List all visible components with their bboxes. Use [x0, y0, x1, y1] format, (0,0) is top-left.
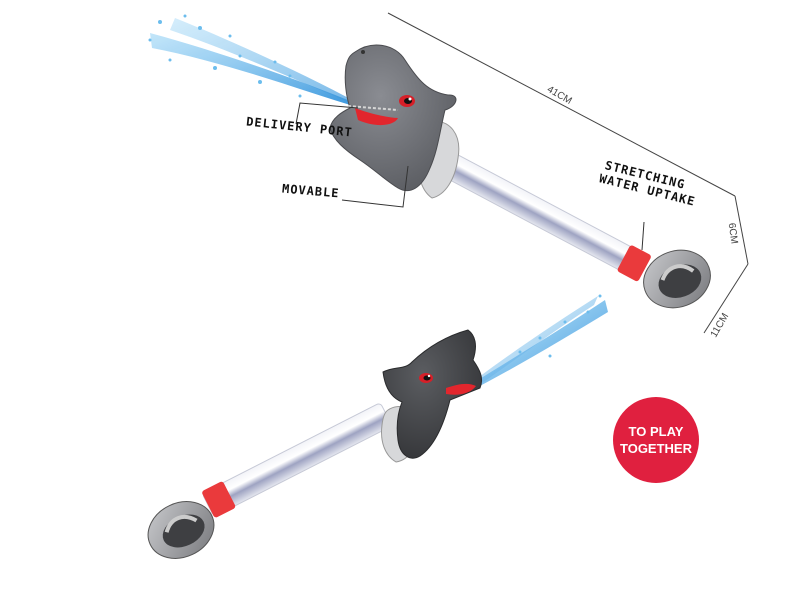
water-spray-top: [148, 14, 360, 108]
play-together-badge: TO PLAY TOGETHER: [613, 397, 699, 483]
water-spray-bottom: [470, 294, 608, 390]
shark-head-bottom: [382, 329, 483, 459]
badge-line1: TO PLAY: [628, 424, 684, 439]
red-collar: [202, 481, 236, 518]
dimension-lines: [387, 12, 749, 334]
red-collar: [617, 245, 651, 282]
callout-lines: [295, 102, 645, 251]
water-gun-bottom: [147, 294, 608, 559]
handle-ring-bottom: [147, 501, 215, 559]
water-gun-top: [148, 14, 711, 309]
handle-ring-top: [643, 249, 711, 309]
shark-head-top: [329, 44, 457, 192]
badge-line2: TOGETHER: [620, 441, 692, 456]
